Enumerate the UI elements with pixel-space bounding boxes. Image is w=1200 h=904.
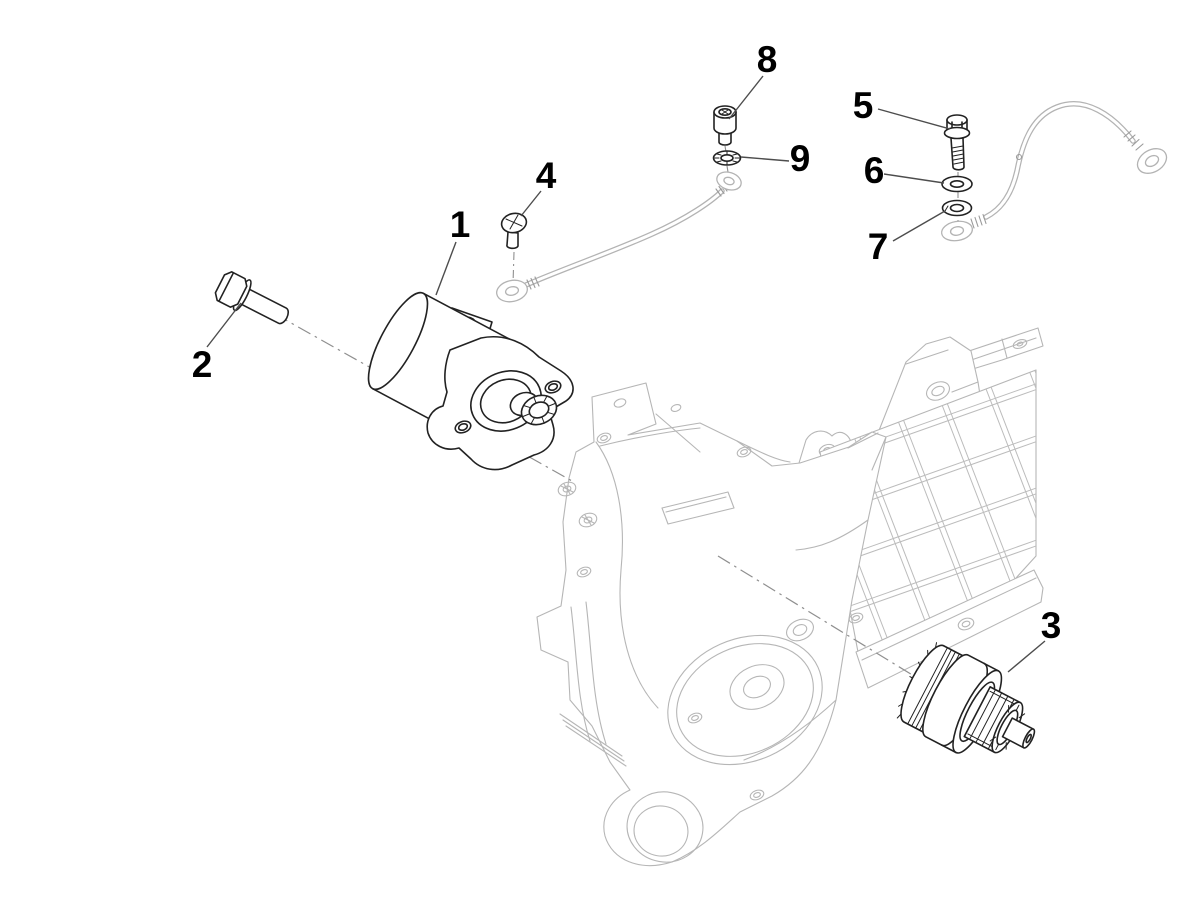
toothed-washer-9	[712, 150, 742, 173]
bolt5-flange	[943, 126, 971, 140]
starter-drive-gear	[896, 642, 1036, 754]
callout-7: 7	[868, 226, 889, 267]
leader-line-8	[728, 75, 764, 120]
callouts: 1 2 3 4 5 6 7 8 9	[192, 39, 1062, 673]
ring-terminal	[940, 220, 974, 242]
engine-crankcase	[536, 327, 1044, 866]
leader-line-9	[740, 156, 790, 162]
leader-line-6	[883, 173, 945, 184]
battery-cable	[940, 101, 1168, 242]
drive-shaft-tip	[1001, 717, 1036, 749]
ground-strap-cable	[523, 188, 725, 288]
motor-ear-holes	[454, 380, 562, 434]
leader-line-2	[206, 302, 242, 348]
lower-platform	[855, 569, 1044, 689]
ring-terminal	[1136, 148, 1168, 174]
leader-line-3	[1007, 640, 1046, 673]
terminal-bolt-5	[943, 114, 971, 222]
ground-strap-screw-4	[500, 212, 528, 285]
flat-washer-6	[941, 175, 973, 193]
callout-5: 5	[853, 85, 874, 126]
callout-2: 2	[192, 344, 213, 385]
rim-bolt-holes	[576, 432, 864, 801]
battery-cable-wire	[983, 101, 1136, 220]
callout-8: 8	[757, 39, 778, 80]
cable-screw-8	[713, 105, 737, 153]
leader-line-4	[520, 190, 542, 217]
callout-9: 9	[790, 138, 811, 179]
screw4-shank	[506, 231, 519, 250]
callout-1: 1	[450, 204, 471, 245]
ring-terminal	[716, 171, 742, 191]
motor-pinion-shaft	[509, 391, 558, 426]
bolt2-shank	[238, 287, 290, 325]
callout-6: 6	[864, 150, 885, 191]
leader-line-1	[435, 241, 457, 296]
ring-terminal	[496, 279, 528, 303]
callout-3: 3	[1041, 605, 1062, 646]
mounting-bolt	[214, 271, 290, 325]
centerline-drive-axis	[717, 555, 933, 688]
starter-motor	[367, 291, 574, 471]
spring-washer-7	[941, 199, 973, 217]
leader-line-5	[877, 108, 951, 130]
callout-4: 4	[536, 155, 557, 196]
ground-strap	[496, 171, 742, 303]
leader-line-7	[892, 210, 946, 242]
bolt2-head	[214, 271, 248, 308]
gasket-face	[536, 382, 887, 866]
centerline-starter-axis	[251, 300, 573, 482]
